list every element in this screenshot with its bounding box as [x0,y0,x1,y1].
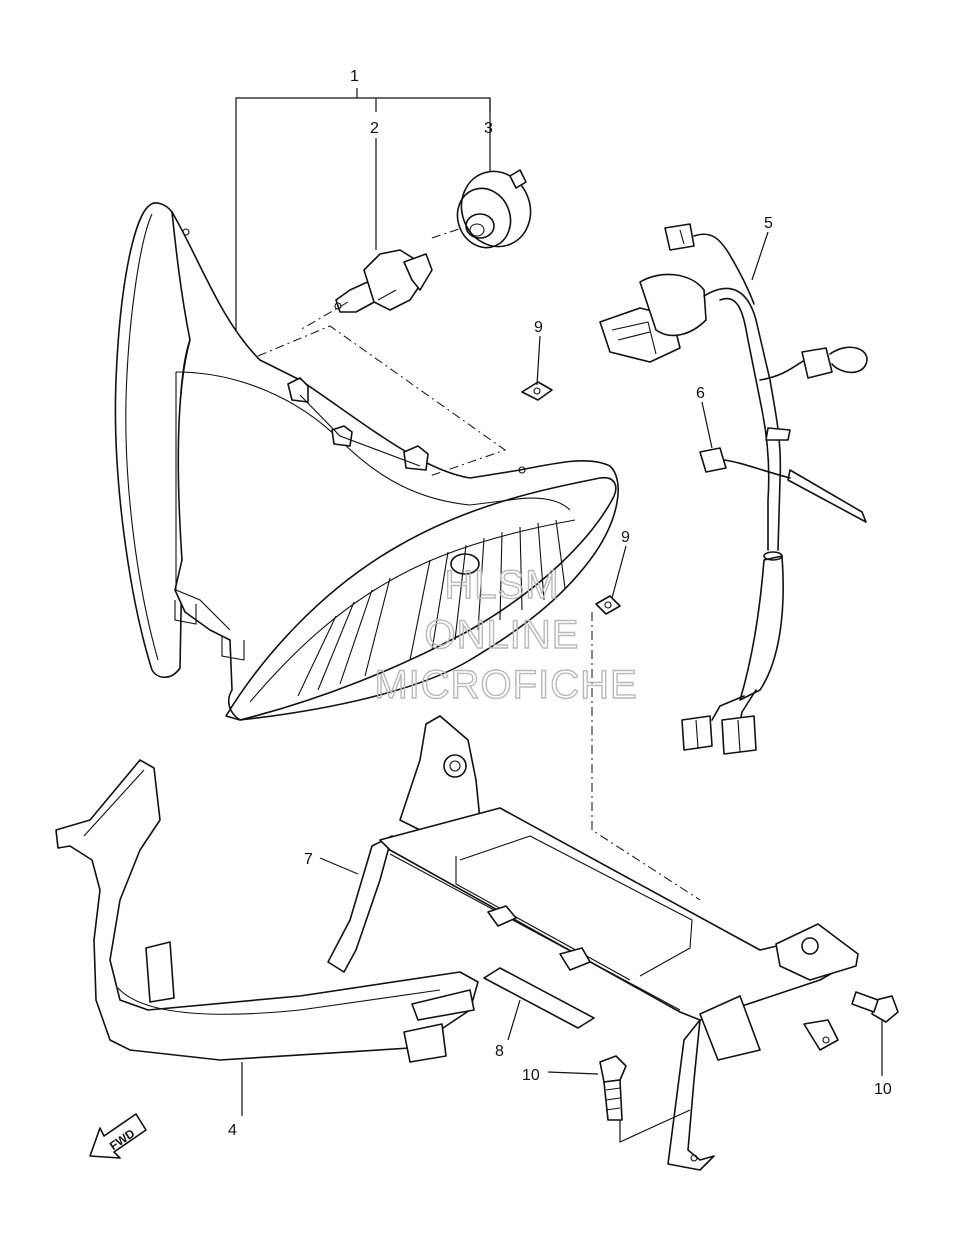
fwd-direction-badge: FWD [89,1113,147,1159]
callout-10-right: 10 [874,1081,892,1098]
callout-leaders [241,231,883,1116]
assembly-centerlines [257,227,507,477]
bolt-right [851,991,899,1023]
callout-3: 3 [484,120,493,137]
callout-7: 7 [304,851,313,868]
headlight-stay [327,715,859,1171]
callout-6: 6 [696,385,705,402]
callout-10-left: 10 [522,1067,540,1084]
callout-1-bracket [235,88,491,330]
bolt-lower [599,1055,627,1121]
callout-8: 8 [495,1043,504,1060]
watermark: HLSM ONLINE MICROFICHE [374,562,638,707]
cowling-bracket [55,759,479,1063]
watermark-line-2: ONLINE [425,613,580,657]
callout-9-upper: 9 [534,319,543,336]
headlight-assembly [114,202,619,721]
watermark-line-1: HLSM [444,563,559,607]
bulb-cover [456,169,532,249]
clamp-nut-lower [595,595,621,615]
callout-2: 2 [370,120,379,137]
clamp-nut-upper [521,381,553,401]
bolt-lower-leader-bracket [619,1109,691,1143]
callout-1: 1 [350,68,359,85]
wire-harness [599,223,868,755]
watermark-line-3: MICROFICHE [374,663,637,707]
callout-5: 5 [764,215,773,232]
callout-4: 4 [228,1122,237,1139]
headlight-bulb [334,249,433,313]
rubber-pad [483,967,595,1029]
callout-9-lower: 9 [621,529,630,546]
fwd-arrow-icon [89,1113,147,1159]
nut-centerline [591,612,701,901]
